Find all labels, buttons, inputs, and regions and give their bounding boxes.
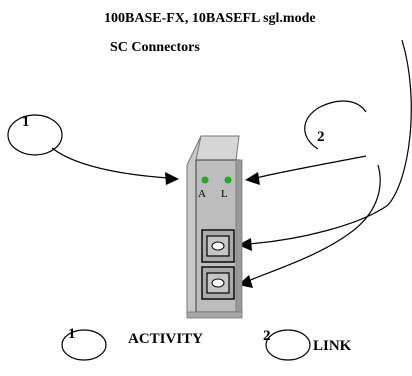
legend-2-number: 2 (263, 328, 271, 344)
callout-2-top-right: 2 (245, 100, 367, 185)
led-a-label: A (198, 188, 206, 200)
callout-1-arrowhead (165, 172, 179, 185)
legend-1-number: 1 (68, 326, 76, 342)
module-face-shadow (235, 159, 243, 313)
port-leader-line-lower (247, 164, 381, 282)
legend-item-link: 2 LINK (263, 328, 352, 361)
callout-2-hook (304, 100, 367, 150)
title-line-2: SC Connectors (110, 40, 200, 55)
callout-1-number: 1 (22, 114, 30, 130)
callout-1-circle (7, 114, 63, 156)
callout-2-leader-line (255, 155, 367, 179)
callout-1-top-left: 1 (7, 114, 179, 185)
led-a (201, 176, 209, 184)
legend-1-label: ACTIVITY (128, 331, 203, 347)
led-l-label: L (221, 188, 228, 200)
legend: 1 ACTIVITY 2 LINK (61, 326, 352, 361)
port-leader-line-upper (247, 39, 412, 245)
sc-port-upper (201, 229, 235, 263)
sc-port-lower (201, 266, 235, 300)
transceiver-module: A L (186, 135, 243, 319)
callout-2-number: 2 (317, 129, 325, 145)
sc-port-lower-ferrule (211, 278, 225, 288)
legend-2-circle (265, 329, 311, 361)
sc-port-upper-ferrule (211, 241, 225, 251)
legend-1-circle (61, 329, 107, 361)
legend-item-activity: 1 ACTIVITY (61, 326, 203, 361)
callout-2-arrowhead (245, 172, 260, 185)
port-leader-arrowhead-upper (238, 238, 252, 251)
led-l (224, 176, 232, 184)
legend-2-label: LINK (313, 338, 352, 354)
module-bottom-edge (186, 311, 243, 319)
callout-1-leader-line (51, 147, 169, 179)
module-top-bevel (195, 135, 240, 161)
title-line-1: 100BASE-FX, 10BASEFL sgl.mode (104, 11, 316, 26)
